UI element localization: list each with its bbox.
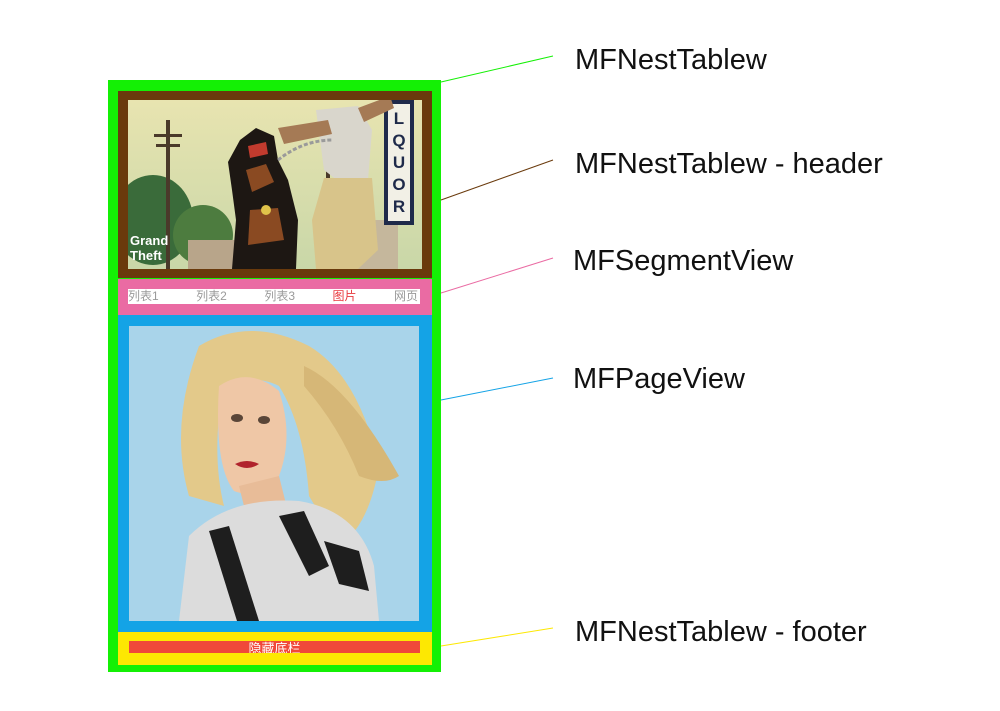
nest-table-label: MFNestTablew: [575, 44, 767, 76]
page-view-label: MFPageView: [573, 363, 745, 395]
page-image: [129, 326, 419, 621]
tab-list-3[interactable]: 列表3: [264, 289, 295, 303]
header-label: MFNestTablew - header: [575, 148, 883, 180]
page-leader: [440, 377, 554, 401]
tab-images[interactable]: 图片: [332, 289, 357, 303]
footer-label: MFNestTablew - footer: [575, 616, 867, 648]
hide-bottom-bar-button[interactable]: 隐藏底栏: [129, 641, 420, 653]
svg-text:U: U: [393, 153, 405, 172]
footer-leader: [440, 627, 554, 647]
svg-text:O: O: [392, 175, 405, 194]
svg-text:Theft: Theft: [130, 248, 162, 263]
svg-text:R: R: [393, 197, 405, 216]
header-image: L Q U O R Grand Theft: [128, 100, 422, 269]
header-leader: [440, 159, 554, 201]
tab-list-2[interactable]: 列表2: [196, 289, 227, 303]
svg-text:Q: Q: [392, 131, 405, 150]
svg-text:Grand: Grand: [130, 233, 168, 248]
segment-view-label: MFSegmentView: [573, 245, 794, 277]
tab-webpage[interactable]: 网页: [393, 289, 418, 303]
tab-list-1[interactable]: 列表1: [128, 289, 159, 303]
segment-tab-bar: 列表1 列表2 列表3 图片 网页: [128, 289, 420, 304]
segment-leader: [440, 257, 554, 294]
nest-table-leader: [440, 55, 554, 83]
svg-text:L: L: [394, 109, 404, 128]
